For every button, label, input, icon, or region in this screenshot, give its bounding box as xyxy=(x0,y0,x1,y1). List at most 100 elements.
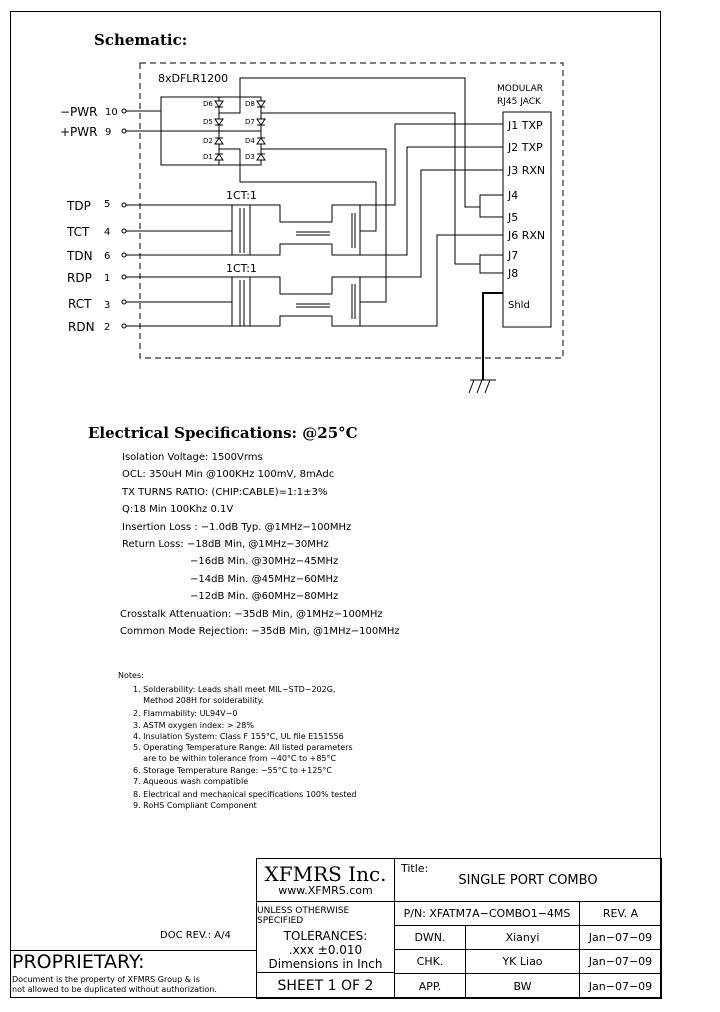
schematic-diagram: 8xDFLR1200 D6 D5 D2 D1 D8 D7 D4 D3 −PWR 1… xyxy=(60,62,564,394)
drawing-title: SINGLE PORT COMBO xyxy=(458,872,598,888)
tolerances-label: TOLERANCES: xyxy=(283,929,368,943)
diode-label: D3 xyxy=(245,153,255,161)
jack-pin: J7 xyxy=(507,249,518,262)
diode-label: D2 xyxy=(203,137,213,145)
note-item: 4. Insulation System: Class F 155°C, UL … xyxy=(133,732,344,741)
diode-label: D4 xyxy=(245,137,255,145)
diode-symbol xyxy=(256,118,266,126)
spec-line: Insertion Loss : −1.0dB Typ. @1MHz−100MH… xyxy=(122,521,352,533)
jack-pin: J5 xyxy=(507,211,518,224)
pin-number: 2 xyxy=(104,322,110,333)
diode-symbol xyxy=(256,137,266,145)
tolerance-cell: UNLESS OTHERWISE SPECIFIED TOLERANCES: .… xyxy=(256,901,395,973)
note-item: 3. ASTM oxygen index: > 28% xyxy=(133,721,254,730)
sheet-number: SHEET 1 OF 2 xyxy=(256,972,395,999)
drawn-by: Xianyi xyxy=(465,925,580,950)
jack-pin: J1 TXP xyxy=(507,119,543,132)
approved-by: BW xyxy=(465,973,580,999)
pin-name: RCT xyxy=(68,297,92,311)
note-item: are to be within tolerance from −40°C to… xyxy=(133,754,337,763)
part-number: P/N: XFATM7A−COMBO1−4MS xyxy=(394,901,580,926)
title-label: Title: xyxy=(401,862,429,875)
schematic-heading: Schematic: xyxy=(94,31,188,49)
pin-name: TDP xyxy=(66,199,91,213)
transformer-ratio: 1CT:1 xyxy=(226,262,257,275)
note-item: 1. Solderability: Leads shall meet MIL−S… xyxy=(133,685,336,694)
module-outline xyxy=(139,62,564,359)
pin-number: 1 xyxy=(104,273,110,284)
jack-pin: J4 xyxy=(507,189,518,202)
diode-array-label: 8xDFLR1200 xyxy=(158,72,228,85)
company-website: www.XFMRS.com xyxy=(278,883,373,897)
pin-number: 9 xyxy=(105,127,111,138)
note-item: 9. RoHS Compliant Component xyxy=(133,801,257,810)
jack-pin: J8 xyxy=(507,267,518,280)
pin-number: 3 xyxy=(104,300,110,311)
note-item: Method 208H for solderability. xyxy=(133,696,264,705)
sheet-border xyxy=(10,11,661,998)
proprietary-text: Document is the property of XFMRS Group … xyxy=(12,975,200,984)
spec-line: −12dB Min. @60MHz−80MHz xyxy=(190,591,339,603)
notes-heading: Notes: xyxy=(118,671,144,680)
dimensions-unit: Dimensions in Inch xyxy=(268,957,383,971)
wires xyxy=(126,77,503,394)
transformer-ratio: 1CT:1 xyxy=(226,189,257,202)
note-item: 8. Electrical and mechanical specificati… xyxy=(133,790,357,799)
diode-label: D1 xyxy=(203,153,213,161)
spec-line: Common Mode Rejection: −35dB Min, @1MHz−… xyxy=(120,626,400,637)
pin-terminals xyxy=(121,108,127,329)
spec-line: −16dB Min. @30MHz−45MHz xyxy=(190,556,339,568)
spec-line: Crosstalk Attenuation: −35dB Min, @1MHz−… xyxy=(120,608,383,620)
jack-pin: J3 RXN xyxy=(507,164,545,177)
checked-by: YK Liao xyxy=(465,949,580,974)
jack-pin: J6 RXN xyxy=(507,229,545,242)
note-item: 6. Storage Temperature Range: −55°C to +… xyxy=(133,766,332,775)
pin-number: 10 xyxy=(105,107,118,118)
pin-name: TCT xyxy=(66,225,90,239)
diode-label: D6 xyxy=(203,100,213,108)
note-item: 2. Flammability: UL94V−0 xyxy=(133,709,238,718)
proprietary-text: not allowed to be duplicated without aut… xyxy=(12,985,217,994)
jack-pin: Shld xyxy=(508,300,530,311)
revision: REV. A xyxy=(579,901,662,926)
doc-revision: DOC REV.: A/4 xyxy=(160,930,231,941)
diode-label: D5 xyxy=(203,118,213,126)
diode-symbol xyxy=(256,153,266,161)
jack-title: RJ45 JACK xyxy=(497,97,542,107)
company-name: XFMRS Inc. xyxy=(264,861,387,886)
pin-number: 6 xyxy=(104,251,110,262)
diode-symbol xyxy=(214,118,224,126)
pin-name: RDP xyxy=(67,271,92,285)
spec-line: −14dB Min. @45MHz−60MHz xyxy=(190,573,339,585)
note-item: 7. Aqueous wash compatible xyxy=(133,777,249,786)
proprietary-label: PROPRIETARY: xyxy=(12,951,145,973)
drawn-date: Jan−07−09 xyxy=(579,925,662,950)
role-dwn: DWN. xyxy=(394,925,466,950)
pin-number: 4 xyxy=(104,227,110,238)
jack-pin: J2 TXP xyxy=(507,141,543,154)
diode-symbol xyxy=(214,137,224,145)
diode-label: D8 xyxy=(245,100,255,108)
diode-label: D7 xyxy=(245,118,255,126)
spec-line: Q:18 Min 100Khz 0.1V xyxy=(122,504,234,516)
pin-name: TDN xyxy=(66,249,93,263)
jack-title: MODULAR xyxy=(497,84,543,94)
title-cell: Title: SINGLE PORT COMBO xyxy=(394,858,662,902)
specs-heading: Electrical Specifications: @25°C xyxy=(88,424,358,442)
diode-symbol xyxy=(256,100,266,108)
pin-name: RDN xyxy=(68,320,95,334)
role-app: APP. xyxy=(394,973,466,999)
note-item: 5. Operating Temperature Range: All list… xyxy=(133,743,353,752)
spec-line: Return Loss: −18dB Min, @1MHz−30MHz xyxy=(122,539,329,550)
approved-date: Jan−07−09 xyxy=(579,973,662,999)
role-chk: CHK. xyxy=(394,949,466,974)
pin-number: 5 xyxy=(104,199,110,210)
diode-symbol xyxy=(214,100,224,108)
rj45-jack-body xyxy=(502,111,552,328)
checked-date: Jan−07−09 xyxy=(579,949,662,974)
spec-line: Isolation Voltage: 1500Vrms xyxy=(122,452,263,463)
spec-line: OCL: 350uH Min @100KHz 100mV, 8mAdc xyxy=(122,469,335,481)
pin-name: −PWR xyxy=(60,105,98,119)
tolerance-value: .xxx ±0.010 xyxy=(288,943,363,957)
